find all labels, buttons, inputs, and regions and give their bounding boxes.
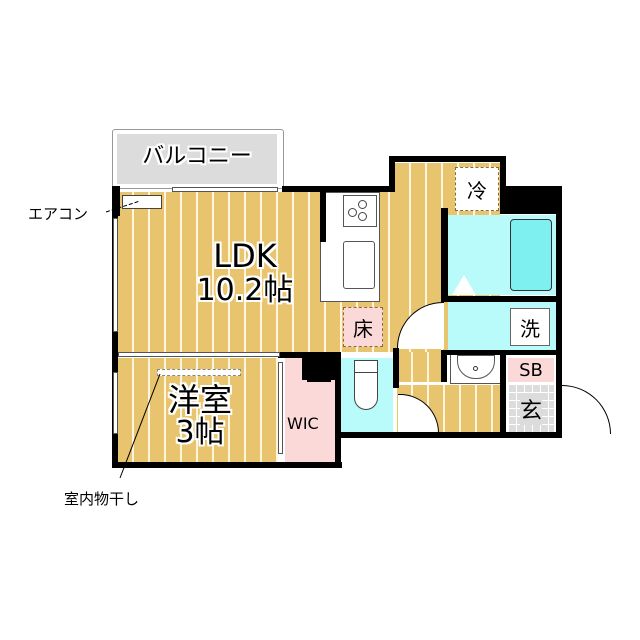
bathtub-icon	[510, 219, 552, 291]
wall	[112, 462, 342, 468]
balcony-window[interactable]	[172, 187, 278, 192]
entrance: 玄	[508, 384, 554, 433]
wall	[282, 186, 390, 192]
ldk-side-window[interactable]	[113, 218, 118, 332]
shoe-box: SB	[508, 358, 554, 382]
stove-icon	[343, 195, 377, 227]
aircon-unit	[122, 195, 162, 209]
kitchen-counter	[320, 192, 380, 302]
wall	[500, 186, 562, 214]
wall	[441, 296, 561, 302]
wall	[112, 186, 120, 216]
sink-icon	[343, 241, 375, 289]
wall	[500, 156, 506, 211]
ldk-label: LDK 10.2帖	[196, 237, 294, 308]
bathroom	[448, 215, 558, 295]
hallway-floor	[397, 352, 447, 382]
fridge-space: 冷	[455, 167, 499, 211]
wall	[441, 208, 448, 300]
interior-sliding-door[interactable]	[118, 352, 280, 357]
western-side-window[interactable]	[113, 372, 118, 434]
floor-storage: 床	[343, 307, 383, 347]
indoor-drying-note: 室内物干し	[64, 490, 140, 508]
wall	[441, 350, 447, 382]
wall	[335, 432, 562, 438]
wall	[393, 348, 399, 388]
washer-space: 洗	[510, 308, 550, 346]
toilet-room	[340, 358, 393, 433]
wall	[500, 350, 506, 435]
balcony-label: バルコニー	[142, 144, 252, 169]
step-icon	[452, 275, 476, 295]
wall	[278, 352, 340, 358]
wall	[320, 192, 326, 242]
aircon-note: エアコン	[28, 205, 89, 223]
wall	[335, 352, 341, 468]
toilet-bowl-icon	[354, 372, 378, 410]
wall	[389, 156, 504, 162]
wic-door[interactable]	[278, 362, 283, 454]
wall	[556, 186, 562, 436]
balcony: バルコニー	[112, 129, 284, 189]
western-room-label: 洋室 3帖	[167, 381, 232, 450]
indoor-drying-rod	[157, 369, 241, 376]
wall	[389, 156, 395, 192]
washroom: 洗	[448, 302, 558, 350]
wall	[302, 358, 338, 380]
